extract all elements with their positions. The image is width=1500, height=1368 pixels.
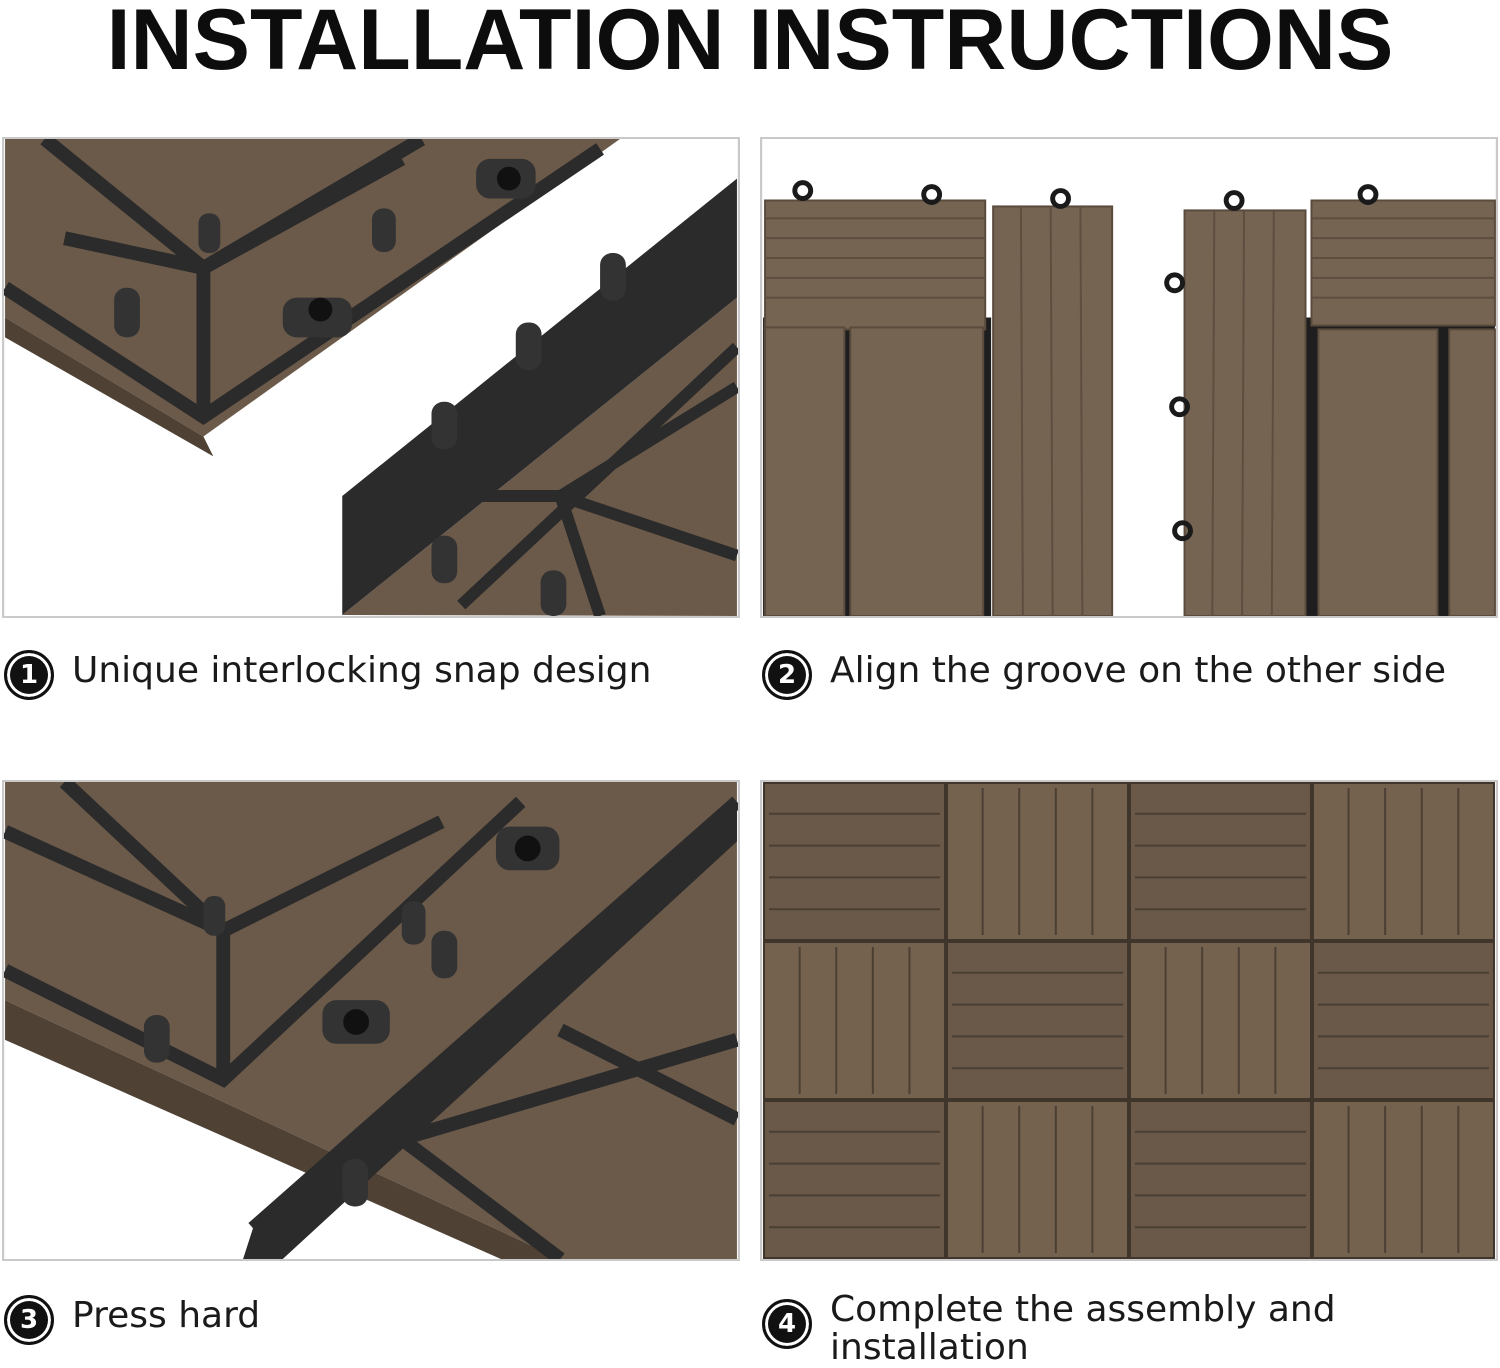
press-hard-illustration	[4, 782, 738, 1259]
floor-tile	[763, 940, 947, 1100]
step-2-number-badge: 2	[762, 650, 812, 700]
step-3-number-badge: 3	[4, 1295, 54, 1345]
step-1-text: Unique interlocking snap design	[72, 650, 652, 691]
floor-tile	[946, 940, 1129, 1100]
step-1-number-badge: 1	[4, 650, 54, 700]
floor-tile	[1311, 940, 1495, 1100]
step-4-number-badge: 4	[762, 1299, 812, 1349]
step-2-text: Align the groove on the other side	[830, 650, 1446, 691]
floor-tile	[1311, 1099, 1495, 1259]
floor-tile	[1311, 782, 1495, 941]
step-4-image	[760, 780, 1498, 1261]
step-1-image	[2, 137, 740, 618]
floor-tile	[946, 782, 1129, 941]
step-2-image	[760, 137, 1498, 618]
step-1-caption: 1 Unique interlocking snap design	[4, 650, 651, 700]
floor-tile	[1129, 1099, 1312, 1259]
step-3-caption: 3 Press hard	[4, 1295, 260, 1345]
step-3-image	[2, 780, 740, 1261]
completed-floor-illustration	[763, 782, 1495, 1259]
step-2-caption: 2 Align the groove on the other side	[762, 650, 1446, 700]
snap-design-illustration	[4, 139, 738, 616]
align-groove-illustration	[763, 139, 1496, 616]
step-4-caption: 4 Complete the assembly and installation	[762, 1291, 1350, 1367]
floor-tile	[946, 1099, 1129, 1259]
floor-tile	[763, 782, 947, 941]
page-title: INSTALLATION INSTRUCTIONS	[106, 0, 1394, 88]
floor-tile	[1129, 782, 1312, 941]
step-3-text: Press hard	[72, 1295, 261, 1336]
floor-tile	[1129, 940, 1312, 1100]
floor-tile	[763, 1099, 947, 1259]
step-4-text: Complete the assembly and installation	[830, 1289, 1336, 1368]
